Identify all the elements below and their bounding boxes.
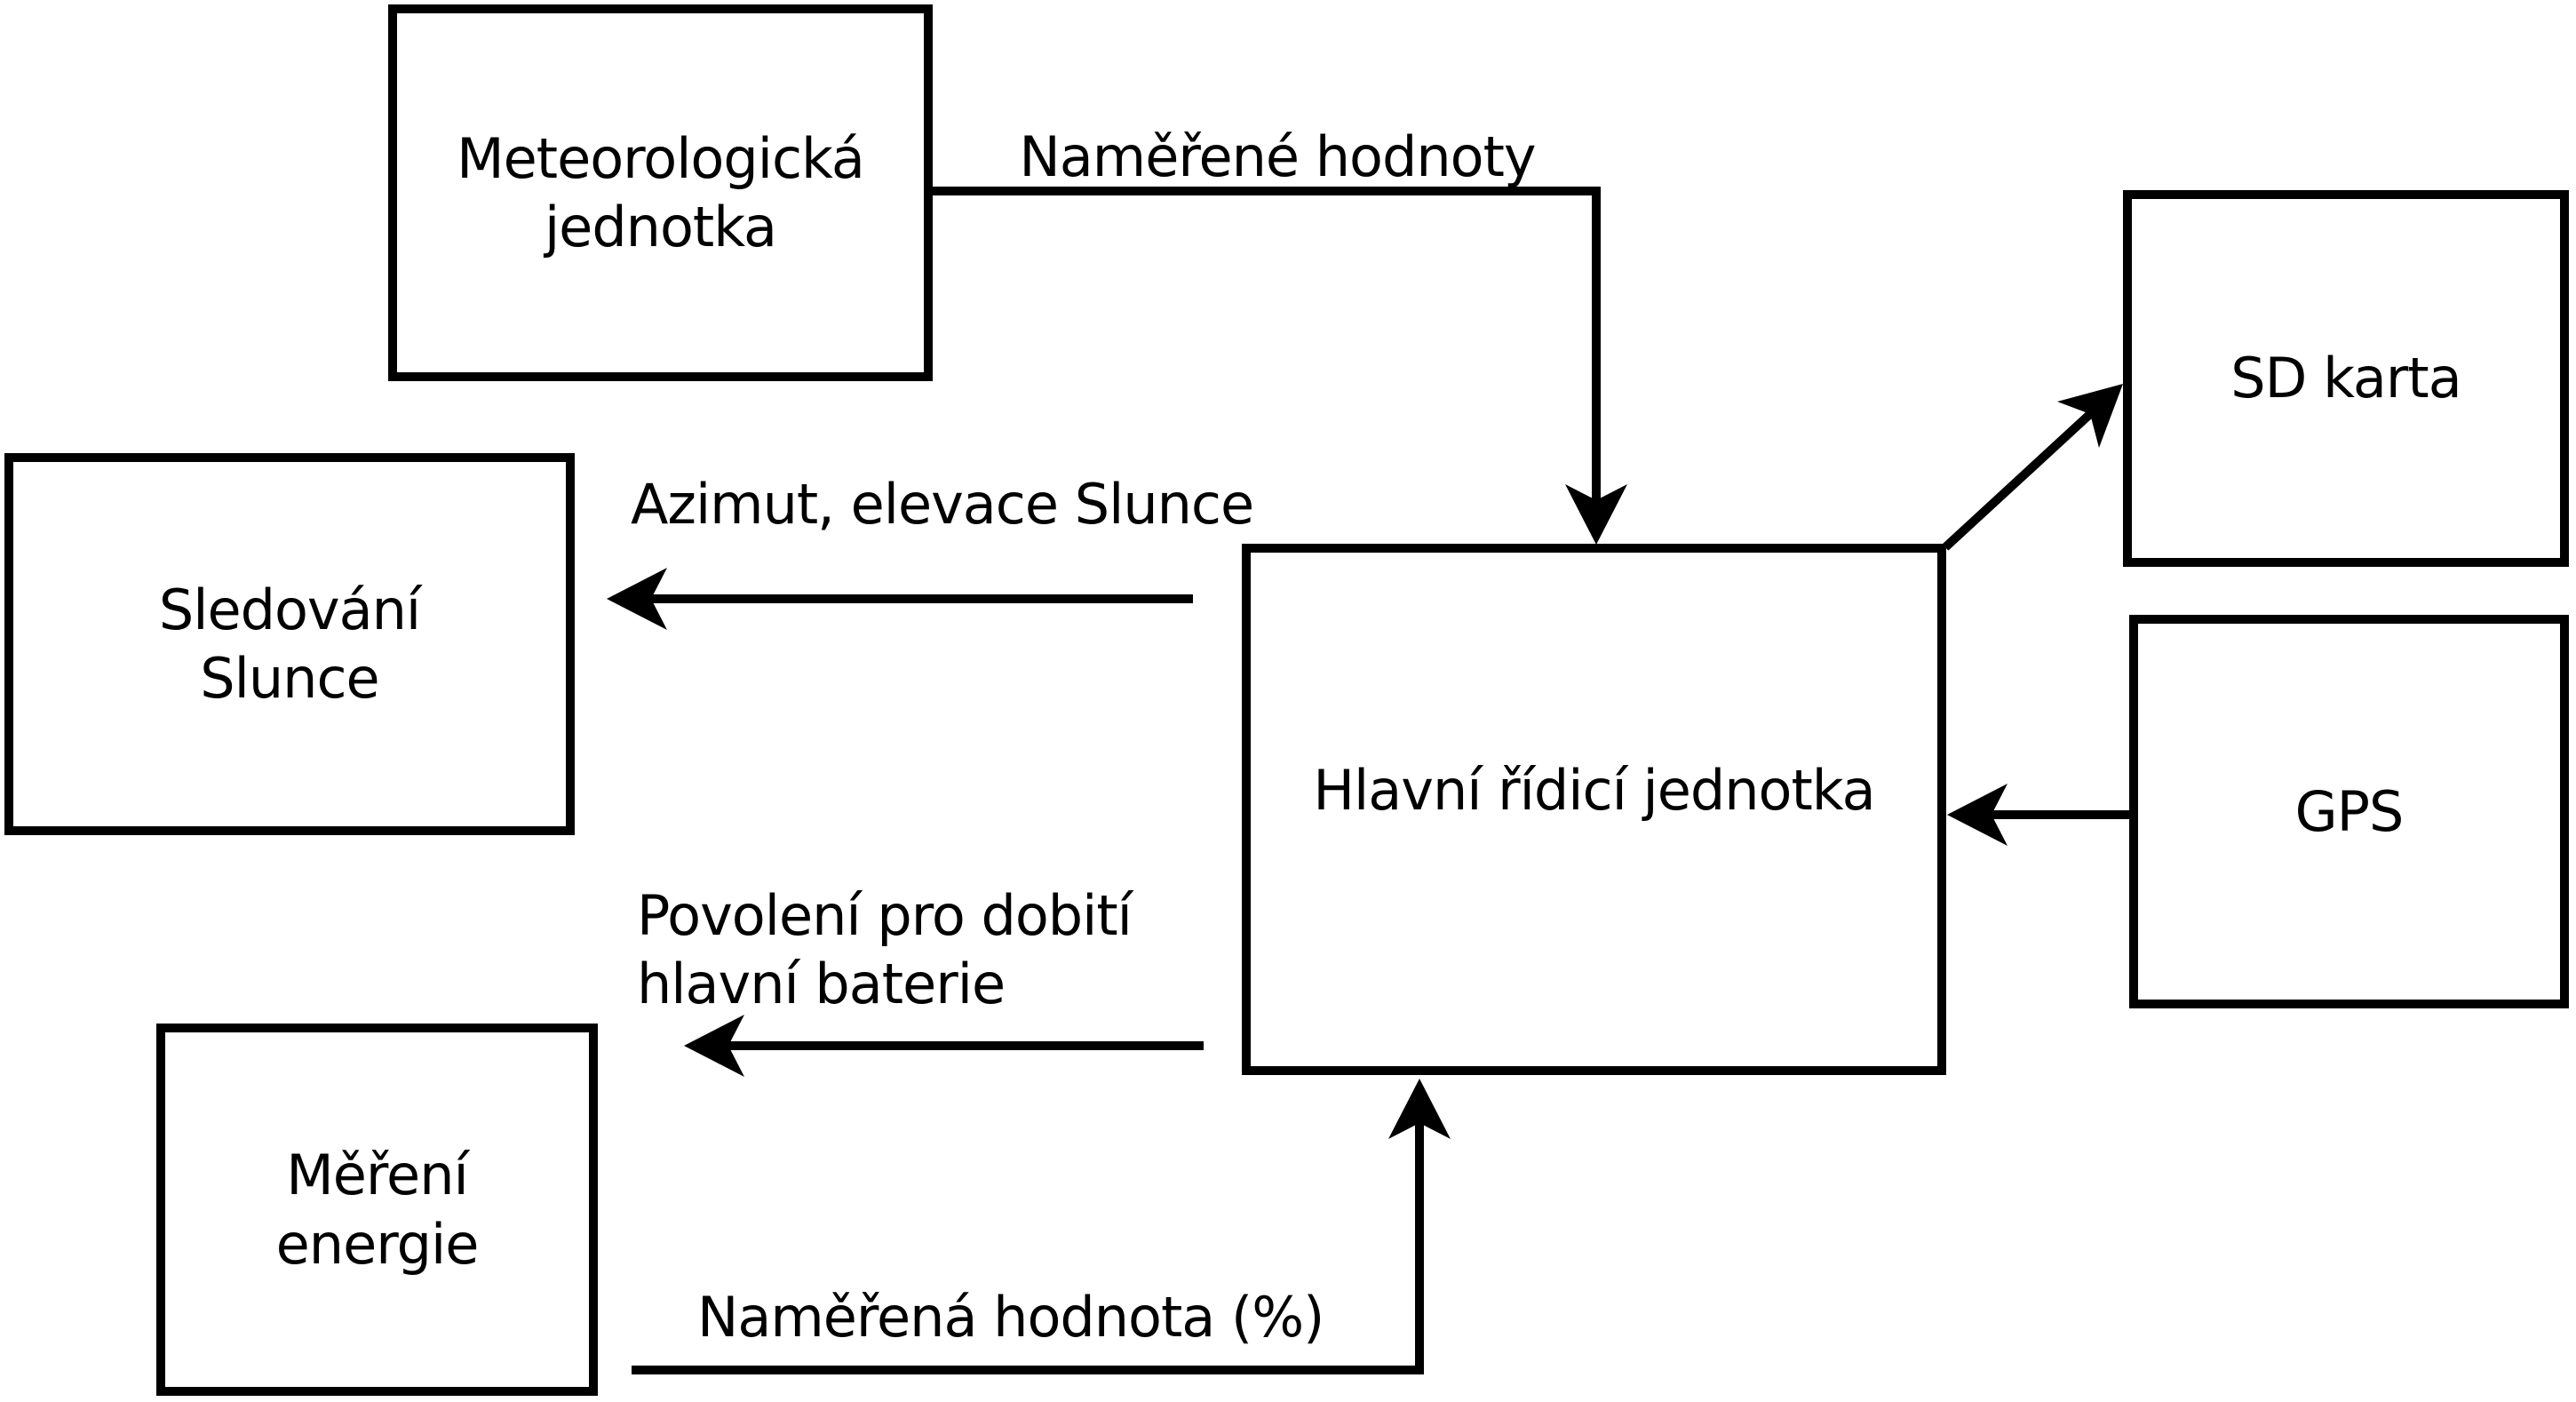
edge-label-azimuth-elevation: Azimut, elevace Slunce [631, 472, 1254, 537]
node-energy-measurement-label-line2: energie [275, 1211, 480, 1277]
edge-label-measured-value-pct: Naměřená hodnota (%) [697, 1285, 1324, 1350]
node-sun-tracking: Sledování Slunce [4, 453, 575, 835]
node-meteorological-unit-label-line1: Meteorologická [457, 125, 865, 191]
node-sd-card-label: SD karta [2230, 346, 2461, 411]
node-gps: GPS [2129, 615, 2569, 1008]
edge-main-to-sun-tracking-arrowhead [607, 568, 667, 630]
edge-main-to-charge-permission-arrowhead [684, 1015, 744, 1077]
edge-label-charge-permission-line1: Povolení pro dobití [637, 883, 1133, 948]
edge-energy-to-main-arrowhead [1388, 1079, 1451, 1139]
edge-meteo-to-main-line [933, 187, 1601, 501]
node-main-control-unit-label: Hlavní řídicí jednotka [1313, 758, 1875, 824]
node-gps-label: GPS [2294, 778, 2405, 844]
edge-main-to-sd-card-line [1942, 410, 2094, 551]
edge-meteo-to-main-arrowhead [1565, 484, 1627, 545]
node-meteorological-unit: Meteorologická jednotka [388, 4, 933, 381]
edge-main-to-charge-permission [684, 1015, 1204, 1077]
edge-energy-to-main-line [632, 1122, 1424, 1374]
node-sun-tracking-label-line1: Sledování [158, 577, 421, 642]
edge-label-charge-permission: Povolení pro dobití hlavní baterie [637, 882, 1133, 1019]
edge-label-measured-values: Naměřené hodnoty [1019, 124, 1536, 189]
edge-label-charge-permission-line2: hlavní baterie [637, 951, 1006, 1016]
node-sd-card: SD karta [2123, 190, 2569, 567]
node-sun-tracking-label-line2: Slunce [200, 646, 379, 711]
edge-main-to-sd-card-arrowhead [2057, 384, 2123, 448]
edge-meteo-to-main [933, 187, 1627, 545]
edge-gps-to-main-arrowhead [1947, 784, 2008, 846]
edge-main-to-sd-card [1942, 384, 2123, 551]
edge-gps-to-main [1947, 784, 2129, 846]
node-meteorological-unit-label-line2: jednotka [544, 195, 777, 259]
edge-energy-to-main [632, 1079, 1451, 1374]
edge-main-to-sun-tracking [607, 568, 1193, 630]
node-energy-measurement-label-line1: Měření [286, 1143, 468, 1207]
node-main-control-unit: Hlavní řídicí jednotka [1242, 544, 1946, 1075]
node-energy-measurement: Měření energie [156, 1024, 598, 1396]
